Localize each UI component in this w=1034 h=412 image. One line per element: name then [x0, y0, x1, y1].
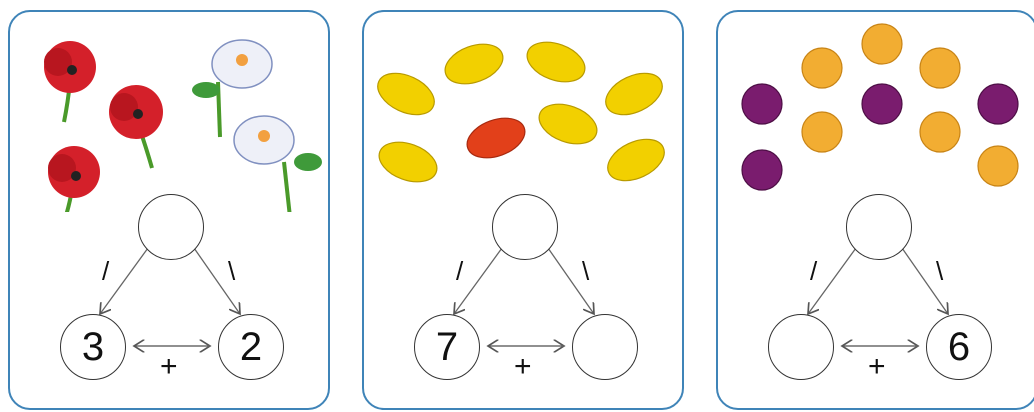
panel-leaves: / \ 7 +: [362, 10, 684, 410]
orange-berry-icon: [919, 111, 961, 153]
whole-circle[interactable]: [138, 194, 204, 260]
minus-sign-right: \: [936, 256, 944, 286]
white-flower-icon: [192, 39, 273, 138]
part-circle-right[interactable]: 6: [926, 314, 992, 380]
orange-berry-icon: [801, 111, 843, 153]
flowers-picture: [44, 39, 322, 212]
minus-sign-right: \: [582, 256, 590, 286]
whole-circle[interactable]: [492, 194, 558, 260]
part-circle-left[interactable]: 7: [414, 314, 480, 380]
yellow-oak-leaf-icon: [605, 72, 663, 116]
plus-sign: +: [514, 350, 532, 383]
panel-berries: / \ 6 +: [716, 10, 1034, 410]
purple-berry-icon: [741, 83, 783, 125]
yellow-oak-leaf-icon: [526, 41, 586, 83]
part-circle-left[interactable]: 3: [60, 314, 126, 380]
part-circle-left[interactable]: [768, 314, 834, 380]
whole-circle[interactable]: [846, 194, 912, 260]
part-circle-right[interactable]: [572, 314, 638, 380]
minus-sign-left: /: [102, 256, 110, 286]
yellow-oak-leaf-icon: [538, 103, 598, 145]
white-flower-icon: [233, 115, 322, 212]
orange-berry-icon: [861, 23, 903, 65]
plus-sign: +: [868, 350, 886, 383]
yellow-oak-leaf-icon: [378, 141, 438, 183]
panel-flowers: / \ 3 2 +: [8, 10, 330, 410]
part-circle-right[interactable]: 2: [218, 314, 284, 380]
triangle-arrows: [718, 247, 1034, 412]
minus-sign-left: /: [810, 256, 818, 286]
triangle-arrows: [10, 247, 332, 412]
yellow-oak-leaf-icon: [607, 138, 665, 182]
orange-berry-icon: [977, 145, 1019, 187]
poppy-icon: [44, 41, 96, 123]
berries-picture: [741, 23, 1019, 191]
yellow-oak-leaf-icon: [377, 72, 435, 116]
poppy-icon: [109, 85, 163, 169]
orange-berry-icon: [801, 47, 843, 89]
purple-berry-icon: [861, 83, 903, 125]
purple-berry-icon: [741, 149, 783, 191]
minus-sign-left: /: [456, 256, 464, 286]
poppy-icon: [48, 146, 100, 212]
red-oak-leaf-icon: [466, 117, 526, 159]
minus-sign-right: \: [228, 256, 236, 286]
plus-sign: +: [160, 350, 178, 383]
purple-berry-icon: [977, 83, 1019, 125]
yellow-oak-leaf-icon: [444, 43, 504, 85]
triangle-arrows: [364, 247, 686, 412]
orange-berry-icon: [919, 47, 961, 89]
leaves-picture: [377, 41, 665, 183]
